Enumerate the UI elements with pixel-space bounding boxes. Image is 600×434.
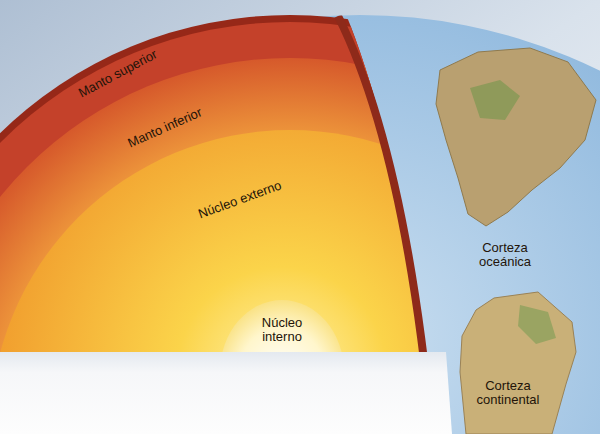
layer-label: Corteza continental xyxy=(470,379,546,408)
lower-mantle-layer xyxy=(0,58,600,434)
layer-label: Corteza oceánica xyxy=(470,241,540,270)
label-anchor: Corteza continental xyxy=(470,379,546,408)
north-america xyxy=(436,48,596,226)
label-anchor: Núcleo interno xyxy=(253,316,311,345)
crust-layer xyxy=(0,15,600,434)
cut-face xyxy=(0,15,600,434)
ground xyxy=(0,352,452,434)
upper-mantle-layer xyxy=(0,22,600,434)
ocean-surface xyxy=(0,15,600,434)
continent-relief xyxy=(518,305,556,344)
layer-label: Núcleo interno xyxy=(253,316,311,345)
continent-relief xyxy=(470,80,520,120)
continents xyxy=(436,48,596,434)
label-anchor: Corteza oceánica xyxy=(470,241,540,270)
outer-core-layer xyxy=(0,130,590,434)
south-america xyxy=(460,292,576,434)
